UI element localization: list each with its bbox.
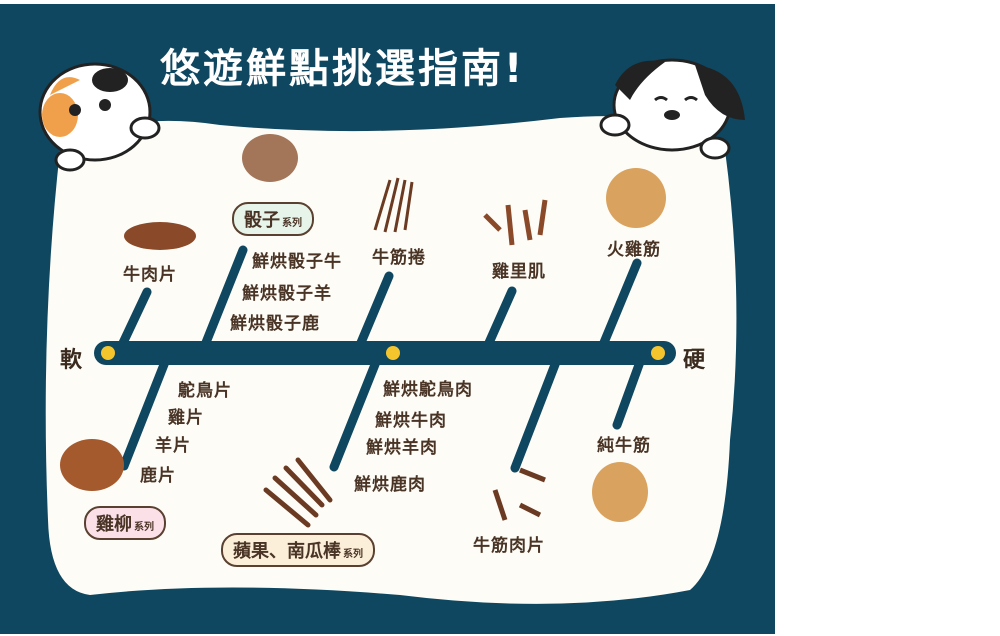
series-name: 雞柳 bbox=[96, 514, 132, 535]
item-label: 鮮烘骰子牛 bbox=[252, 252, 342, 272]
item-label: 鴕鳥片 bbox=[178, 381, 232, 401]
item-label: 純牛筋 bbox=[597, 436, 651, 456]
series-name: 骰子 bbox=[244, 210, 280, 231]
item-label: 鮮烘羊肉 bbox=[366, 438, 438, 458]
series-suffix: 系列 bbox=[134, 522, 154, 533]
item-label: 火雞筋 bbox=[607, 240, 661, 260]
item-label: 鮮烘鹿肉 bbox=[354, 475, 426, 495]
item-label: 鮮烘骰子羊 bbox=[242, 284, 332, 304]
item-label: 牛筋捲 bbox=[372, 248, 426, 268]
marker-dot bbox=[386, 346, 400, 360]
item-label: 鹿片 bbox=[140, 466, 176, 486]
item-label: 鮮烘牛肉 bbox=[375, 411, 447, 431]
dog-mascot-icon bbox=[599, 58, 745, 160]
series-suffix: 系列 bbox=[343, 549, 363, 560]
food-images bbox=[60, 134, 666, 528]
spine bbox=[94, 341, 676, 365]
axis-label-hard: 硬 bbox=[683, 348, 707, 373]
marker-dot bbox=[651, 346, 665, 360]
item-label: 鮮烘骰子鹿 bbox=[230, 314, 320, 334]
bones bbox=[117, 245, 645, 473]
item-label: 牛肉片 bbox=[123, 265, 177, 285]
item-label: 牛筋肉片 bbox=[473, 536, 545, 556]
axis-label-soft: 軟 bbox=[60, 348, 84, 373]
item-label: 雞里肌 bbox=[492, 262, 546, 282]
marker-dot bbox=[101, 346, 115, 360]
series-tag-stick: 蘋果、南瓜棒系列 bbox=[221, 533, 375, 567]
page-title: 悠遊鮮點挑選指南! bbox=[160, 46, 526, 92]
series-name: 蘋果、南瓜棒 bbox=[233, 541, 341, 562]
cat-mascot-icon bbox=[38, 62, 161, 172]
item-label: 羊片 bbox=[155, 436, 191, 456]
series-tag-dice: 骰子系列 bbox=[232, 202, 314, 236]
item-label: 鮮烘鴕鳥肉 bbox=[383, 380, 473, 400]
series-tag-chicken: 雞柳系列 bbox=[84, 506, 166, 540]
series-suffix: 系列 bbox=[282, 218, 302, 229]
item-label: 雞片 bbox=[168, 408, 204, 428]
